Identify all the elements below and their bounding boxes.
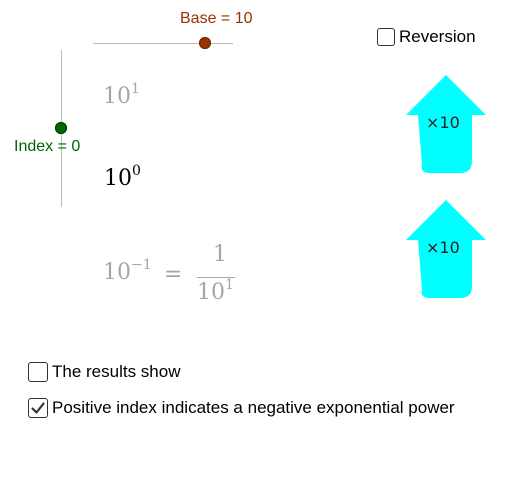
reversion-option[interactable]: Reversion: [377, 27, 476, 47]
base-value: 10: [234, 10, 253, 27]
results-show-label: The results show: [52, 362, 181, 381]
positive-index-checkbox[interactable]: [28, 398, 48, 418]
multiply-arrow-bottom[interactable]: ×10: [404, 198, 488, 307]
up-arrow-icon: [406, 75, 486, 173]
base-slider-handle[interactable]: [199, 37, 211, 49]
reversion-checkbox[interactable]: [377, 28, 395, 46]
results-show-checkbox[interactable]: [28, 362, 48, 382]
fraction-denominator: 101: [197, 277, 234, 305]
power-upper: 101: [103, 81, 140, 109]
index-slider-handle[interactable]: [55, 122, 67, 134]
fraction-bar: [197, 277, 235, 278]
multiply-label-bottom: ×10: [426, 238, 460, 257]
multiply-arrow-top[interactable]: ×10: [404, 73, 488, 182]
results-show-option[interactable]: The results show: [28, 362, 181, 382]
reversion-label: Reversion: [399, 27, 476, 46]
equals-sign: =: [164, 262, 183, 287]
positive-index-option[interactable]: Positive index indicates a negative expo…: [28, 398, 455, 418]
power-current: 100: [104, 163, 141, 191]
index-slider-label: Index = 0: [14, 138, 81, 155]
index-value: 0: [71, 138, 81, 155]
up-arrow-icon: [406, 200, 486, 298]
base-slider-track[interactable]: [93, 43, 233, 44]
positive-index-label: Positive index indicates a negative expo…: [52, 398, 455, 417]
power-lower: 10−1: [103, 257, 152, 285]
multiply-label-top: ×10: [426, 113, 460, 132]
base-slider-label: Base = 10: [180, 10, 253, 27]
checkmark-icon: [31, 402, 45, 414]
fraction-numerator: 1: [213, 242, 227, 267]
